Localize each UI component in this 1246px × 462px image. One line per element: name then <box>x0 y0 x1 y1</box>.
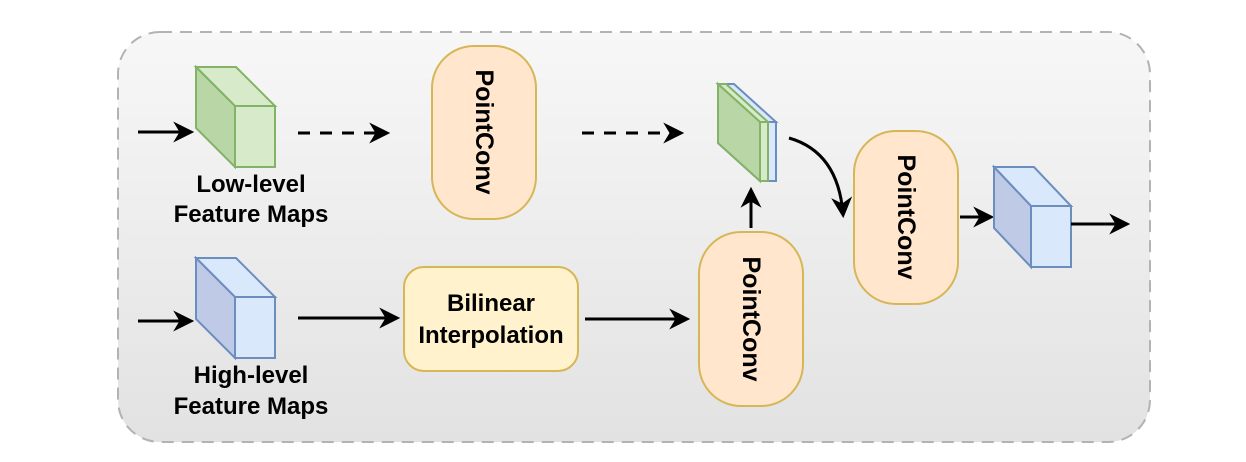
concatenated-feature-icon <box>715 81 779 184</box>
high-level-label-line1: High-level <box>194 362 309 389</box>
bilinear-block <box>403 266 579 372</box>
concat-to-conv-curved-arrow <box>788 136 853 219</box>
low-level-label-line1: Low-level <box>196 171 305 198</box>
pointconv-top-block <box>431 45 537 220</box>
output-feature-icon <box>991 164 1074 270</box>
bilinear-label-line2: Interpolation <box>418 322 563 349</box>
low-level-feature-icon <box>193 64 278 170</box>
high-level-feature-icon <box>193 255 278 361</box>
pointconv-output-block <box>853 130 959 305</box>
low-level-label-line2: Feature Maps <box>174 201 329 228</box>
pointconv-bottom-label: PointConv <box>737 257 765 382</box>
pointconv-output-label: PointConv <box>892 155 920 280</box>
pointconv-bottom-block <box>698 231 804 407</box>
high-level-label-line2: Feature Maps <box>174 393 329 420</box>
pointconv-top-label: PointConv <box>470 70 498 195</box>
bilinear-label-line1: Bilinear <box>447 290 535 317</box>
